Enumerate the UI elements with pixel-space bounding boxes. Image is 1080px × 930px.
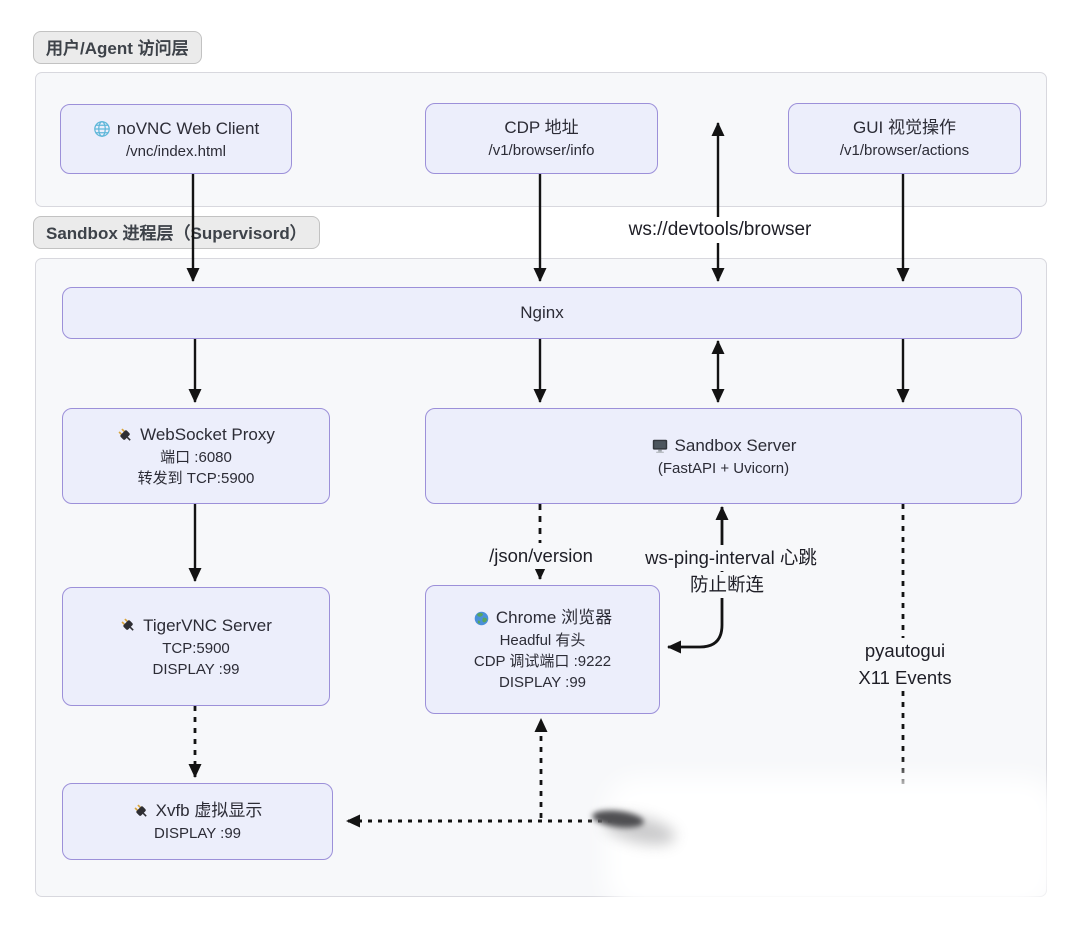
node-title: Chrome 浏览器 (495, 608, 613, 627)
edge-label-ws-ping-line1: ws-ping-interval 心跳 (639, 545, 823, 571)
node-cdp-address: CDP 地址 /v1/browser/info (425, 103, 658, 174)
node-path: /v1/browser/info (488, 142, 595, 159)
node-title: CDP 地址 (504, 118, 579, 137)
node-tigervnc-server: TigerVNC Server TCP:5900 DISPLAY :99 (62, 587, 330, 706)
plug-icon (117, 427, 134, 444)
node-subtitle: (FastAPI + Uvicorn) (657, 459, 790, 477)
edge-label-ws-devtools: ws://devtools/browser (622, 217, 818, 243)
layer-label-user: 用户/Agent 访问层 (33, 31, 202, 64)
globe-icon (93, 120, 111, 138)
node-line: DISPLAY :99 (154, 825, 241, 842)
node-line: CDP 调试端口 :9222 (473, 653, 612, 670)
node-path: /vnc/index.html (125, 142, 227, 160)
node-title: noVNC Web Client (116, 118, 260, 138)
node-path: /v1/browser/actions (839, 142, 970, 159)
node-title: GUI 视觉操作 (853, 118, 956, 137)
node-title: Nginx (520, 303, 564, 322)
node-sandbox-server: Sandbox Server (FastAPI + Uvicorn) (425, 408, 1022, 504)
blur-artifact (606, 778, 1056, 910)
node-line: Headful 有头 (499, 632, 586, 649)
node-line: DISPLAY :99 (152, 660, 240, 678)
monitor-icon (651, 437, 669, 455)
layer-label-sandbox: Sandbox 进程层（Supervisord） (33, 216, 320, 249)
node-line: 端口 :6080 (160, 449, 232, 466)
edge-label-ws-ping-line2: 防止断连 (683, 572, 771, 598)
node-nginx: Nginx (62, 287, 1022, 339)
node-line: TCP:5900 (162, 639, 230, 657)
node-xvfb-display: Xvfb 虚拟显示 DISPLAY :99 (62, 783, 333, 860)
node-novnc-web-client: noVNC Web Client /vnc/index.html (60, 104, 292, 174)
node-title: WebSocket Proxy (140, 425, 275, 444)
plug-icon (120, 617, 137, 634)
chrome-globe-icon (473, 610, 490, 627)
edge-label-pyautogui-line1: pyautogui (858, 638, 952, 664)
node-title: Sandbox Server (674, 435, 797, 455)
edge-label-json-version: /json/version (483, 543, 599, 569)
node-line: 转发到 TCP:5900 (137, 470, 255, 487)
node-chrome-browser: Chrome 浏览器 Headful 有头 CDP 调试端口 :9222 DIS… (425, 585, 660, 714)
node-gui-actions: GUI 视觉操作 /v1/browser/actions (788, 103, 1021, 174)
node-title: Xvfb 虚拟显示 (155, 801, 263, 820)
node-title: TigerVNC Server (143, 615, 272, 635)
node-line: DISPLAY :99 (499, 674, 586, 691)
edge-label-pyautogui-line2: X11 Events (852, 665, 958, 691)
node-websocket-proxy: WebSocket Proxy 端口 :6080 转发到 TCP:5900 (62, 408, 330, 504)
plug-icon (133, 803, 150, 820)
